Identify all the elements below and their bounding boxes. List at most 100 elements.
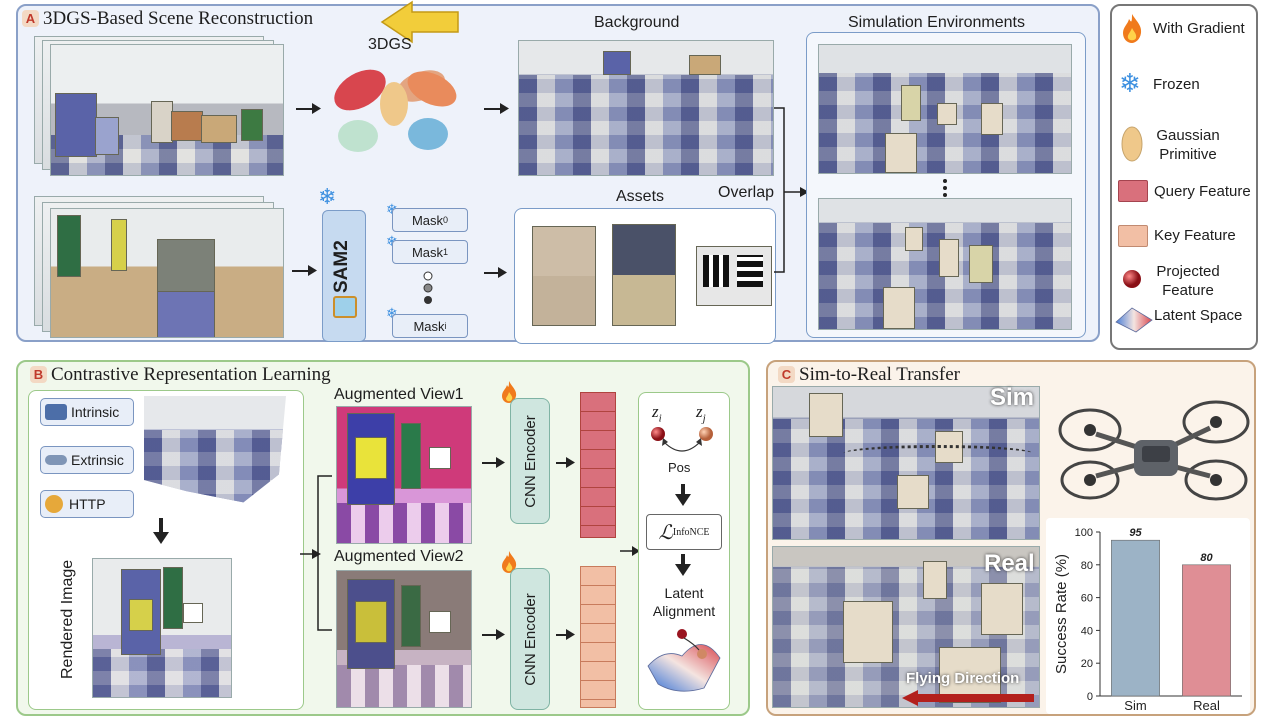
augmented-view-1 [336, 406, 472, 544]
y-axis-label: Success Rate (%) [1053, 554, 1070, 674]
latent-space-icon [1115, 307, 1153, 333]
mask-1-sub: 1 [443, 247, 449, 257]
image-icon [333, 296, 357, 318]
arrow-head-icon [498, 267, 507, 278]
legend-label-query: Query Feature [1154, 183, 1251, 200]
cnn-encoder-2: CNN Encoder [510, 568, 550, 710]
web-icon [45, 495, 63, 513]
positive-pair-icon [651, 427, 713, 452]
legend-label-gaussian: Gaussian Primitive [1156, 127, 1220, 163]
ellipsis-dots-icon [423, 271, 433, 304]
down-arrow-icon [675, 484, 691, 506]
point-cloud-render [144, 396, 286, 503]
sim-env-render-2 [818, 198, 1072, 330]
loss-symbol: ℒ [658, 521, 673, 544]
x-tick-label: Sim [1124, 698, 1146, 713]
down-arrow-icon [675, 554, 691, 576]
feature-merge-arrow [620, 546, 640, 556]
branch-connector [300, 475, 332, 631]
y-tick-label: 40 [1081, 625, 1093, 637]
asset-aruco-cube [696, 246, 772, 306]
legend-label-frozen: Frozen [1153, 76, 1200, 93]
legend-label-latent: Latent Space [1154, 307, 1243, 324]
bar-value-label: 95 [1129, 527, 1142, 539]
input-photo-room [50, 44, 284, 176]
arrow-photos-to-sam [292, 270, 312, 272]
snowflake-icon: ❄ [318, 184, 337, 209]
mask-i-sub: i [444, 321, 447, 331]
cnn-encoder-1: CNN Encoder [510, 398, 550, 524]
legend-panel [1110, 4, 1258, 350]
arrow-head-icon [496, 629, 505, 640]
view1-label: Augmented View1 [334, 386, 464, 403]
flying-direction-label: Flying Direction [906, 670, 1020, 687]
sim-flight-render [772, 386, 1040, 540]
panel-b-badge: B [30, 366, 47, 383]
panel-b-title-text: Contrastive Representation Learning [51, 364, 331, 385]
vertical-ellipsis-icon [943, 179, 947, 197]
legend-label-projected: Projected Feature [1156, 263, 1220, 299]
z-j-sub: j [702, 412, 706, 425]
flame-icon [1123, 14, 1142, 43]
z-i-sub: i [658, 412, 662, 425]
latent-alignment-label: Latent Alignment [652, 585, 716, 619]
real-image-label: Real [984, 550, 1035, 577]
y-tick-label: 60 [1081, 593, 1093, 605]
flame-icon [502, 381, 517, 403]
latent-space-icon [647, 629, 721, 692]
param-intrinsic: Intrinsic [40, 398, 134, 426]
bar-real [1182, 564, 1231, 697]
asset-tan-block [532, 226, 596, 326]
y-tick-label: 0 [1087, 691, 1093, 703]
camera-icon [45, 404, 67, 420]
bar-sim [1111, 539, 1160, 697]
arrow-head-icon [566, 457, 575, 468]
background-label: Background [594, 14, 680, 31]
key-feature-swatch [1118, 225, 1148, 247]
snowflake-icon: ❄ [386, 202, 398, 216]
arrow-3dgs-to-background [484, 108, 504, 110]
mask-0-base: Mask [411, 212, 444, 228]
y-tick-label: 80 [1081, 560, 1093, 572]
arrow-head-icon [500, 103, 509, 114]
sam2-label: SAM2 [331, 240, 352, 293]
x-tick-label: Real [1193, 698, 1220, 713]
arrow-head-icon [308, 265, 317, 276]
sim-env-label: Simulation Environments [848, 14, 1025, 31]
param-intrinsic-label: Intrinsic [71, 404, 120, 420]
arrow-masks-to-assets [484, 272, 502, 274]
arrow-encoder1-to-feature [556, 462, 570, 464]
panel-a-title-text: 3DGS-Based Scene Reconstruction [43, 8, 314, 29]
z-j-label: zj [696, 402, 706, 424]
drone-icon [45, 455, 67, 465]
mask-1-base: Mask [411, 244, 444, 260]
snowflake-icon: ❄ [1119, 68, 1141, 98]
arrow-head-icon [312, 103, 321, 114]
y-tick-label: 20 [1081, 658, 1093, 670]
mask-i-base: Mask [413, 318, 445, 334]
bar-value-label: 80 [1200, 552, 1213, 564]
sam2-module [322, 210, 366, 342]
sim-image-label: Sim [990, 384, 1035, 411]
loss-subscript: InfoNCE [672, 526, 710, 538]
overlap-label: Overlap [718, 184, 775, 201]
key-feature-vector [580, 566, 616, 708]
arrow-view2-to-encoder [482, 634, 500, 636]
background-render [518, 40, 774, 176]
arrow-head-icon [566, 629, 575, 640]
query-feature-vector [580, 392, 616, 538]
z-i-base: z [652, 402, 659, 421]
rendered-image [92, 558, 232, 698]
cnn-encoder-2-label: CNN Encoder [521, 592, 539, 686]
real-flight-photo [772, 546, 1040, 708]
arrow-head-icon [496, 457, 505, 468]
rendered-image-label: Rendered Image [59, 559, 76, 679]
asset-grey-blue-block [612, 224, 676, 326]
view2-label: Augmented View2 [334, 548, 464, 565]
y-tick-label: 100 [1075, 527, 1093, 539]
snowflake-icon: ❄ [386, 234, 398, 248]
